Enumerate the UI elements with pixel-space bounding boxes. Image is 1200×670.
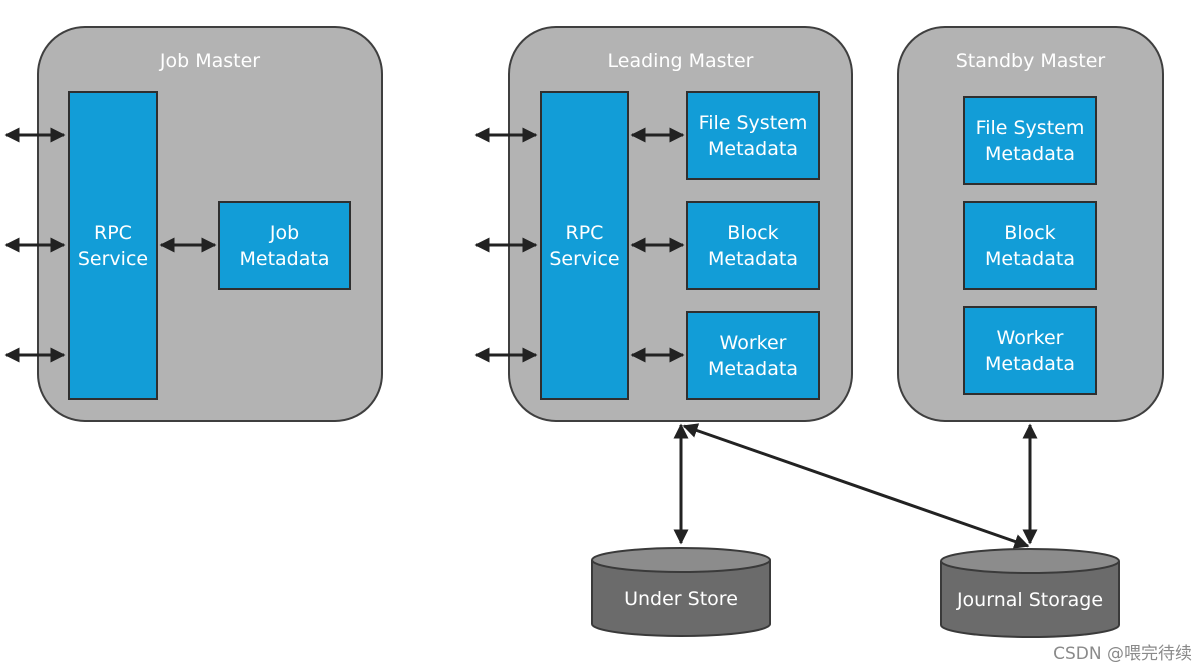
- job-master-title: Job Master: [159, 50, 261, 72]
- leading-master-title: Leading Master: [607, 50, 754, 72]
- leading-master-rpc-service: RPC Service: [540, 91, 629, 400]
- job-metadata-box: Job Metadata: [218, 201, 351, 290]
- leading-worker-metadata-box: Worker Metadata: [686, 311, 820, 400]
- job-master-rpc-service: RPC Service: [68, 91, 158, 400]
- leading-file-system-metadata-box: File System Metadata: [686, 91, 820, 180]
- leading-block-metadata-box: Block Metadata: [686, 201, 820, 290]
- standby-block-metadata-box: Block Metadata: [963, 201, 1097, 290]
- standby-file-system-metadata-box: File System Metadata: [963, 96, 1097, 185]
- under-store-cylinder: [591, 547, 771, 637]
- standby-master-title: Standby Master: [955, 50, 1106, 72]
- journal-storage-cylinder: [940, 548, 1120, 638]
- under-store-label: Under Store: [624, 588, 738, 610]
- leading-journal-arrow: [682, 423, 1030, 549]
- standby-worker-metadata-box: Worker Metadata: [963, 306, 1097, 395]
- csdn-watermark: CSDN @喂完待续: [1053, 644, 1192, 664]
- journal-storage-label: Journal Storage: [956, 589, 1104, 611]
